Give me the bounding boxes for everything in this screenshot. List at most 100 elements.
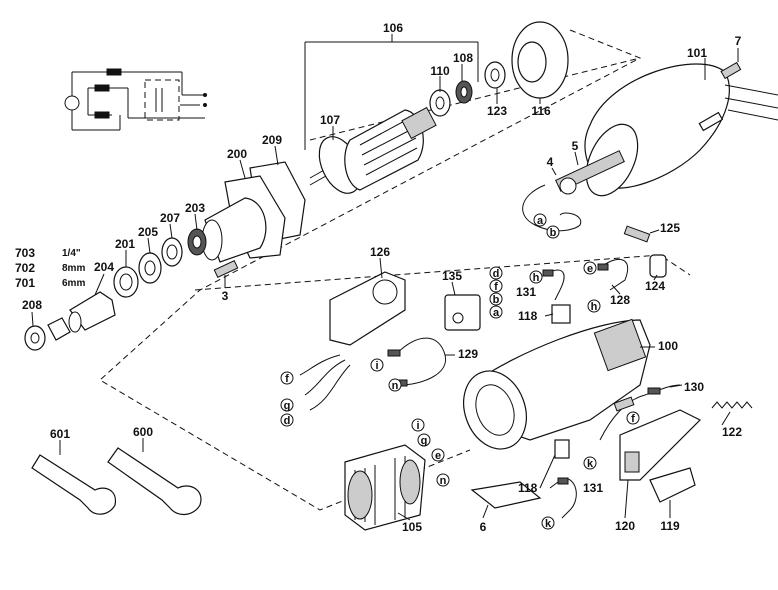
label-601: 601 [50, 427, 70, 441]
wire-connector-d2: d [280, 413, 294, 427]
label-600: 600 [133, 425, 153, 439]
wrench-601 [31, 454, 117, 515]
bearing-123 [484, 61, 506, 89]
bearing-110 [429, 89, 451, 117]
wire-130 [599, 384, 681, 441]
bearing-203 [187, 228, 207, 256]
label-106: 106 [383, 21, 403, 35]
plate-6 [470, 481, 542, 509]
label-118b: 118 [518, 481, 538, 495]
svg-text:n: n [392, 380, 399, 392]
label-203: 203 [185, 201, 205, 215]
wire-connector-b2: b [489, 292, 503, 306]
wire-128 [597, 258, 629, 291]
brush-holder [522, 150, 625, 232]
label-119: 119 [660, 519, 680, 533]
label-207: 207 [160, 211, 180, 225]
armature-107 [309, 106, 437, 194]
label-108: 108 [453, 51, 473, 65]
bracket-106 [304, 34, 479, 150]
wire-connector-f3: f [626, 411, 640, 425]
label-209: 209 [262, 133, 282, 147]
main-housing-100 [463, 318, 651, 450]
label-131b: 131 [583, 481, 603, 495]
svg-text:f: f [285, 373, 289, 385]
wire-connector-n2: n [436, 473, 450, 487]
label-131a: 131 [516, 285, 536, 299]
wire-connector-a2: a [489, 305, 503, 319]
wire-connector-d: d [489, 266, 503, 280]
clip-118 [551, 304, 571, 324]
ring-201 [113, 266, 139, 298]
svg-text:i: i [375, 360, 378, 372]
svg-text:a: a [493, 307, 500, 319]
label-126: 126 [370, 245, 390, 259]
label-122: 122 [722, 425, 742, 439]
svg-text:b: b [550, 227, 557, 239]
spindle-204 [68, 291, 116, 333]
wire-connector-h: h [529, 270, 543, 284]
label-110: 110 [430, 64, 450, 78]
wire-connector-f2: f [280, 371, 294, 385]
label-3: 3 [222, 289, 229, 303]
wire-connector-i: i [370, 358, 384, 372]
screw-125 [623, 225, 651, 243]
clamp-124 [649, 254, 667, 278]
label-205: 205 [138, 225, 158, 239]
wiring-schematic [64, 68, 207, 131]
label-130: 130 [684, 380, 704, 394]
label-100: 100 [658, 339, 678, 353]
label-118a: 118 [518, 309, 538, 323]
clip-118-lower [554, 439, 570, 459]
svg-text:k: k [545, 518, 552, 530]
field-coil-105 [344, 444, 426, 531]
screw-3 [213, 260, 239, 278]
size-703: 1/4" [62, 248, 81, 259]
screw-7 [720, 61, 742, 80]
svg-text:e: e [435, 450, 441, 462]
button-119 [649, 467, 696, 503]
label-116: 116 [531, 104, 551, 118]
size-701: 6mm [62, 278, 85, 289]
label-703: 703 [15, 246, 35, 260]
part-labels: 106 101 7 108 110 123 116 107 209 200 4 … [15, 21, 742, 534]
svg-text:b: b [493, 294, 500, 306]
nut-208 [24, 325, 46, 351]
label-7: 7 [735, 34, 742, 48]
wire-connector-g2: g [417, 433, 431, 447]
switch-135 [444, 294, 481, 331]
label-208: 208 [22, 298, 42, 312]
wire-connector-a: a [533, 213, 547, 227]
wire-connector-g: g [280, 398, 294, 412]
svg-text:h: h [533, 272, 540, 284]
label-702: 702 [15, 261, 35, 275]
wire-connector-h2: h [587, 299, 601, 313]
collet [47, 317, 71, 341]
svg-text:h: h [591, 301, 598, 313]
label-129: 129 [458, 347, 478, 361]
svg-text:d: d [284, 415, 291, 427]
label-5: 5 [572, 139, 579, 153]
wrench-600 [107, 447, 202, 515]
label-204: 204 [94, 260, 114, 274]
ring-207 [161, 237, 183, 267]
wire-131-lower [557, 477, 577, 519]
svg-text:g: g [421, 435, 428, 447]
svg-text:f: f [631, 413, 635, 425]
gear-housing-209 [201, 161, 306, 263]
lever-120 [619, 409, 702, 481]
label-124: 124 [645, 279, 665, 293]
svg-text:e: e [587, 263, 593, 275]
switch-module-126 [299, 271, 406, 411]
svg-text:g: g [284, 400, 291, 412]
wire-connector-i2: i [411, 418, 425, 432]
assembly-outline [99, 29, 691, 511]
label-701: 701 [15, 276, 35, 290]
label-135: 135 [442, 269, 462, 283]
spring-122 [711, 401, 753, 409]
bearing-cover-116 [511, 21, 569, 99]
label-4: 4 [547, 155, 554, 169]
label-101: 101 [687, 46, 707, 60]
svg-text:n: n [440, 475, 447, 487]
